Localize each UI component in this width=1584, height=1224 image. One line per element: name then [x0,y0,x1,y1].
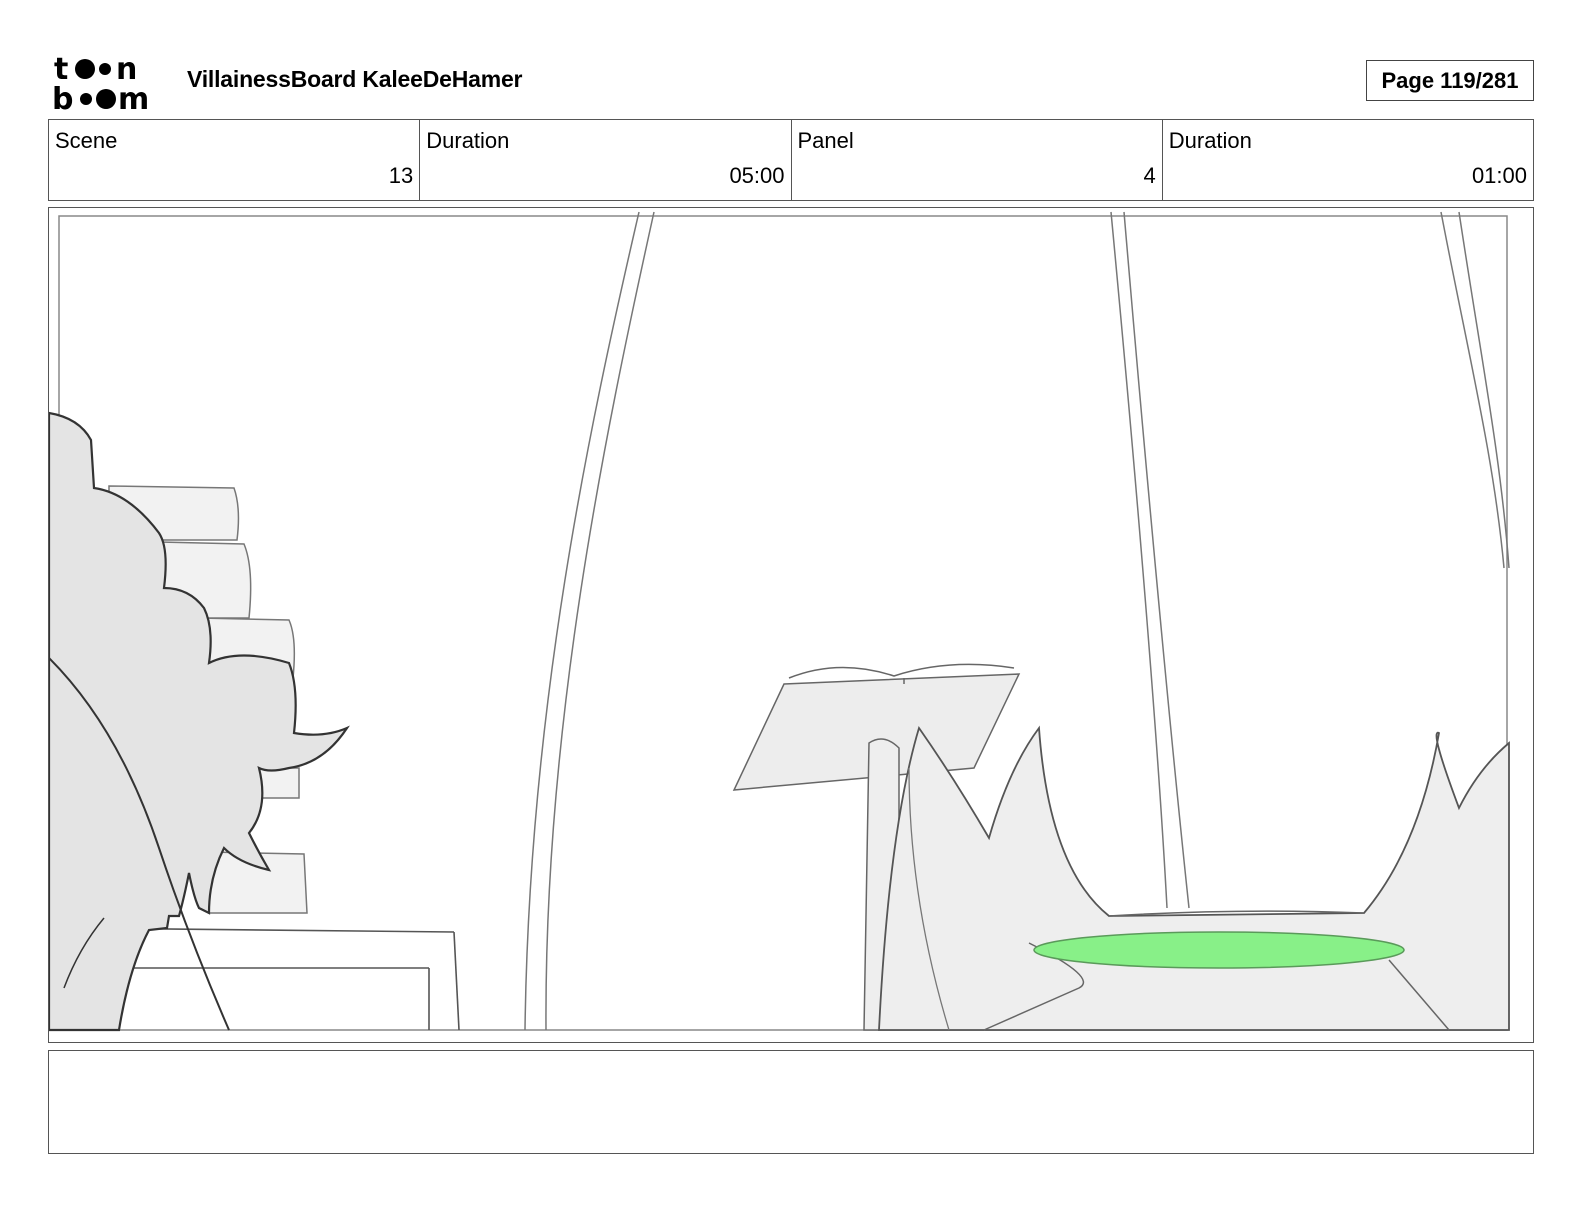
panel-duration-label: Duration [1168,128,1252,153]
svg-text:n: n [116,52,137,87]
window-frame-lines [524,211,1510,1031]
scene-duration-cell: Duration 05:00 [420,120,792,200]
scene-duration-label: Duration [426,128,510,153]
open-book-on-lectern [732,663,1021,791]
panel-duration-cell: Duration 01:00 [1163,120,1533,200]
svg-text:b: b [52,82,73,112]
panel-notes-box [48,1050,1534,1154]
page-indicator: Page 119/281 [1366,60,1534,101]
character-hair [49,411,350,1032]
hair-strand [63,917,105,989]
scene-value: 13 [388,163,414,188]
panel-info-table: Scene 13 Duration 05:00 Panel 4 Duration… [48,119,1534,201]
scene-cell: Scene 13 [49,120,421,200]
panel-value: 4 [1143,163,1156,188]
storyboard-sketch [49,211,1510,1032]
project-title: VillainessBoard KaleeDeHamer [187,66,523,92]
svg-text:t: t [54,52,68,87]
page-label: Page 119/281 [1381,67,1519,93]
scene-label: Scene [55,128,118,153]
panel-cell: Panel 4 [792,120,1163,200]
panel-duration-value: 01:00 [1471,163,1527,188]
toonboom-logo: t n b m [52,52,164,117]
svg-text:m: m [118,82,149,112]
character-shoulder-line [49,657,230,1031]
storyboard-panel-image [48,207,1534,1043]
cauldron [878,725,1510,1031]
green-potion-liquid [1033,931,1405,969]
toonboom-logo-graphic: t n b m [52,52,149,117]
panel-label: Panel [797,128,854,153]
scene-duration-value: 05:00 [729,163,785,188]
